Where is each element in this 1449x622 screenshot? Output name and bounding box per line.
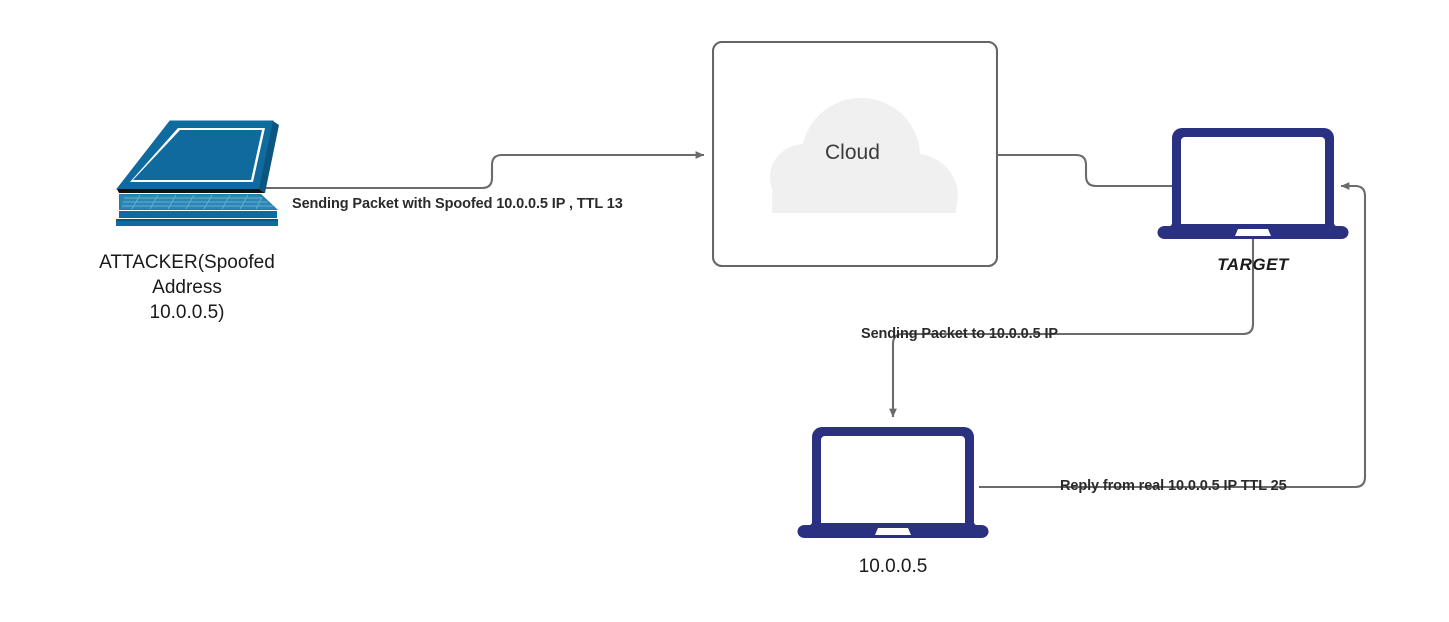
edge-label-target-to-victim: Sending Packet to 10.0.0.5 IP — [861, 326, 1058, 342]
node-cloud[interactable]: Cloud — [711, 40, 999, 268]
edge-label-attacker-to-cloud: Sending Packet with Spoofed 10.0.0.5 IP … — [292, 196, 623, 212]
node-label-target: TARGET — [1217, 255, 1289, 274]
wire-victim-to-target — [979, 182, 1367, 489]
cloud-icon — [770, 98, 958, 213]
edge-label-victim-to-target: Reply from real 10.0.0.5 IP TTL 25 — [1060, 478, 1287, 494]
cloud-container — [711, 40, 999, 268]
wire-target-to-victim — [889, 232, 1255, 418]
wire-attacker-to-cloud — [264, 151, 705, 190]
laptop-icon — [1157, 128, 1349, 239]
node-target[interactable] — [1155, 126, 1351, 244]
cloud-label: Cloud — [825, 141, 880, 164]
node-victim[interactable] — [795, 425, 991, 543]
node-attacker[interactable] — [110, 118, 292, 230]
laptop-icon — [797, 427, 989, 538]
node-label-attacker: ATTACKER(Spoofed Address 10.0.0.5) — [99, 252, 275, 324]
node-label-victim: 10.0.0.5 — [858, 556, 928, 577]
wire-cloud-to-target — [996, 153, 1172, 188]
laptop-isometric-icon — [115, 120, 279, 226]
